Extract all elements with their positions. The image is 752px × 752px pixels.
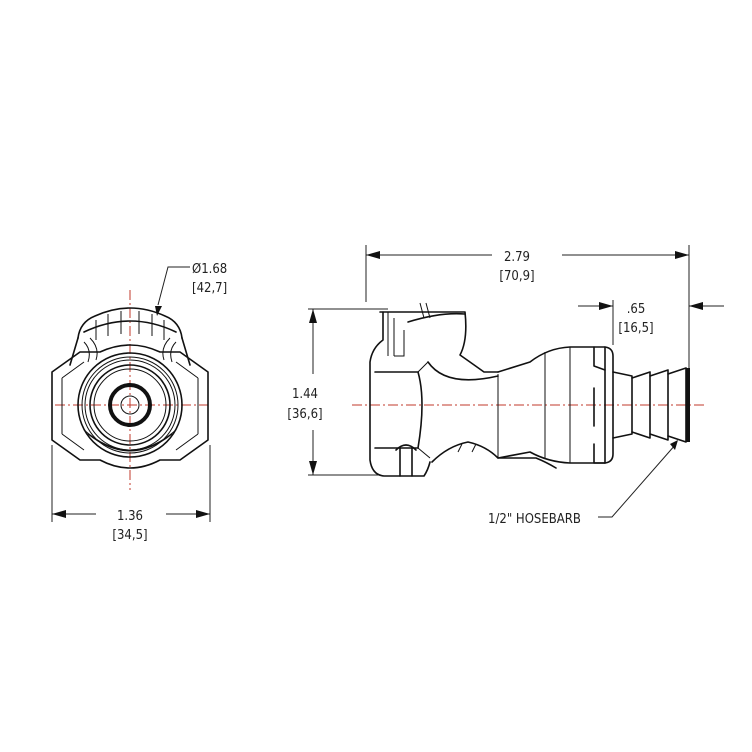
barb-ring-2 xyxy=(649,369,669,441)
width-dim-secondary: [34,5] xyxy=(112,528,147,543)
octagonal-body-facets xyxy=(61,361,199,451)
barb-base xyxy=(612,371,633,439)
bore-ring xyxy=(89,364,171,446)
width-dim-primary: 1.36 xyxy=(117,509,143,524)
width-arrow-right xyxy=(196,510,210,518)
width-arrow-left xyxy=(52,510,66,518)
body-neck-top xyxy=(427,361,499,381)
nut-notch xyxy=(395,444,417,477)
latch-ribs xyxy=(95,311,165,340)
length-arrow-left xyxy=(366,251,380,259)
length-dim-primary: 2.79 xyxy=(504,250,530,265)
diameter-leader xyxy=(157,266,190,306)
height-arrow-top xyxy=(309,309,317,323)
outer-ring-inner xyxy=(81,356,179,454)
latch-side-edges xyxy=(69,337,191,366)
octagonal-body-outline xyxy=(51,344,209,469)
latch-rib-arc xyxy=(83,320,177,333)
latch-button xyxy=(387,312,405,357)
hosebarb-arrow xyxy=(670,440,678,450)
body-neck-bottom xyxy=(431,441,557,469)
length-arrow-right xyxy=(675,251,689,259)
hosebarb-label: 1/2" HOSEBARB xyxy=(488,512,581,527)
latch-top-outline xyxy=(379,311,499,373)
valve-center xyxy=(120,395,140,415)
latch-top-outline xyxy=(77,307,183,339)
nut-face xyxy=(374,371,423,449)
thread-crescent xyxy=(83,429,177,452)
bore-inner-ring xyxy=(93,368,167,442)
outer-ring xyxy=(77,352,183,458)
side-view: 2.79 [70,9] .65 [16,5] 1.44 [36,6] xyxy=(287,245,724,527)
barb-dim-primary: .65 xyxy=(627,302,646,317)
latch-top-curve xyxy=(407,312,466,323)
length-dim-secondary: [70,9] xyxy=(499,269,534,284)
nut-chamfers xyxy=(417,361,431,459)
valve-ring xyxy=(108,383,152,427)
barrel-flats xyxy=(593,346,606,464)
height-dim-secondary: [36,6] xyxy=(287,407,322,422)
barb-arrow-right xyxy=(689,302,703,310)
diameter-dim-secondary: [42,7] xyxy=(192,281,227,296)
diameter-dim-primary: Ø1.68 xyxy=(192,262,227,277)
latch-marking xyxy=(419,302,431,319)
height-arrow-bottom xyxy=(309,461,317,475)
front-view: Ø1.68 [42,7] 1.36 [34,5] xyxy=(51,262,227,543)
body-marking xyxy=(457,443,477,453)
hosebarb-leader xyxy=(598,443,677,518)
barb-arrow-left xyxy=(599,302,613,310)
barrel-end xyxy=(604,346,614,464)
height-dim-primary: 1.44 xyxy=(292,387,318,402)
nut-outline xyxy=(369,311,431,477)
latch-grip-lines xyxy=(83,337,177,363)
barrel-outline xyxy=(497,346,606,464)
barb-ring-1 xyxy=(631,371,651,439)
diameter-arrow xyxy=(155,306,162,316)
barb-dim-secondary: [16,5] xyxy=(618,321,653,336)
